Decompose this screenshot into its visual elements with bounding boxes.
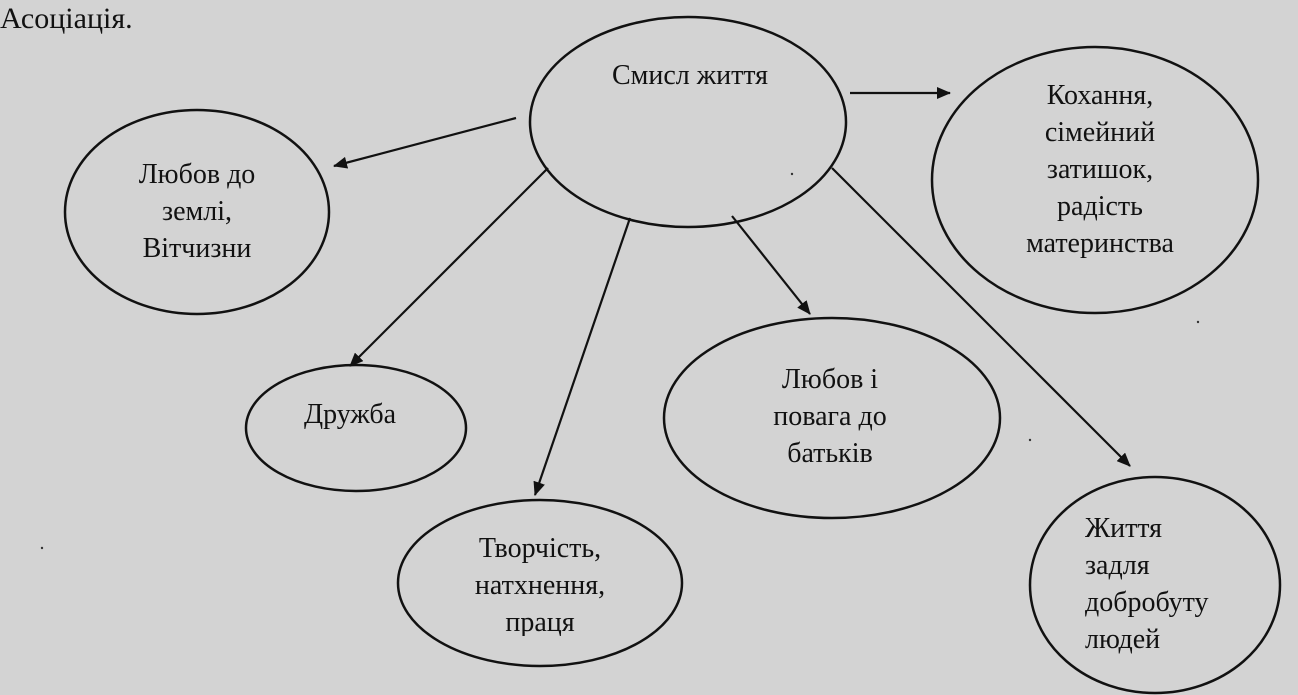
creativity-label: Творчість, натхнення, праця bbox=[430, 530, 650, 636]
friendship-text: Дружба bbox=[303, 399, 396, 430]
love-land-line: Любов до bbox=[138, 159, 256, 190]
love-family-line: затишок, bbox=[1046, 154, 1154, 185]
center-ellipse bbox=[528, 15, 848, 229]
creativity-line: натхнення, bbox=[474, 570, 606, 601]
creativity-line: праця bbox=[505, 607, 575, 636]
page-heading: Асоціація. bbox=[0, 2, 133, 35]
parents-ellipse bbox=[662, 316, 1002, 520]
love-land-ellipse bbox=[63, 108, 331, 316]
creativity-line: Творчість, bbox=[478, 533, 602, 564]
parents-line: Любов і bbox=[781, 364, 879, 395]
life-for-people-label: Життя задля добробуту людей bbox=[1085, 510, 1265, 656]
love-family-label: Кохання, сімейний затишок, радість матер… bbox=[985, 77, 1215, 262]
parents-line: батьків bbox=[787, 438, 873, 469]
love-family-line: материнства bbox=[1026, 228, 1174, 259]
center-label: Смисл життя bbox=[560, 57, 820, 94]
arrow-to-friendship bbox=[349, 167, 549, 367]
life-for-people-line: Життя bbox=[1085, 513, 1163, 544]
parents-line: повага до bbox=[773, 401, 887, 432]
scan-speck bbox=[1196, 320, 1200, 324]
scan-speck bbox=[1028, 438, 1032, 442]
love-family-line: радість bbox=[1057, 191, 1143, 222]
arrow-to-parents bbox=[731, 215, 811, 315]
life-for-people-ellipse bbox=[1028, 475, 1282, 695]
center-label-text: Смисл життя bbox=[611, 60, 769, 91]
scan-speck bbox=[40, 546, 44, 550]
love-family-ellipse bbox=[930, 45, 1260, 315]
scan-speck bbox=[790, 172, 794, 176]
creativity-ellipse bbox=[396, 498, 684, 668]
life-for-people-line: задля bbox=[1085, 550, 1150, 581]
love-land-label: Любов до землі, Вітчизни bbox=[87, 156, 307, 267]
love-land-line: Вітчизни bbox=[142, 233, 252, 264]
life-for-people-line: добробуту bbox=[1085, 587, 1209, 618]
friendship-label: Дружба bbox=[270, 396, 430, 433]
life-for-people-line: людей bbox=[1085, 624, 1161, 655]
arrow-to-life-for-people bbox=[831, 167, 1131, 467]
parents-label: Любов і повага до батьків bbox=[720, 361, 940, 472]
love-land-line: землі, bbox=[162, 196, 232, 227]
arrow-to-love-land bbox=[333, 116, 517, 169]
love-family-line: сімейний bbox=[1044, 117, 1156, 148]
arrow-to-creativity bbox=[533, 217, 632, 496]
love-family-line: Кохання, bbox=[1046, 80, 1154, 111]
